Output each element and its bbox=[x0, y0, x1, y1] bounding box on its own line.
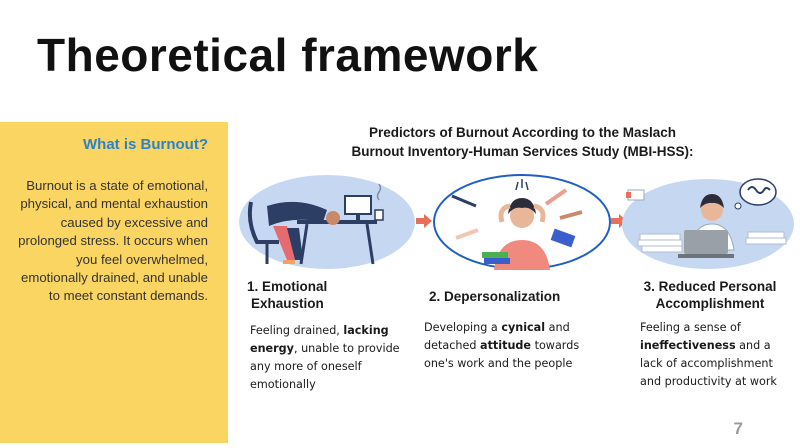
predictor-1-title-line1: 1. Emotional bbox=[247, 279, 328, 294]
predictor-1-description: Feeling drained, lacking energy, unable … bbox=[250, 322, 400, 394]
predictor-2-desc-text: Developing a bbox=[424, 321, 502, 334]
predictor-3-description: Feeling a sense of ineffectiveness and a… bbox=[640, 319, 790, 391]
predictor-1-title: 1. Emotional Exhaustion bbox=[247, 278, 367, 312]
arrow-right-icon bbox=[416, 214, 432, 228]
predictors-title: Predictors of Burnout According to the M… bbox=[250, 123, 795, 161]
predictor-2-desc-text: towards one's work and the people bbox=[424, 339, 580, 370]
page-number: 7 bbox=[733, 419, 743, 438]
predictor-2-title-line1: 2. Depersonalization bbox=[429, 289, 561, 304]
what-is-burnout-panel: What is Burnout? Burnout is a state of e… bbox=[0, 122, 228, 443]
predictor-2-title: 2. Depersonalization bbox=[429, 288, 599, 305]
predictor-1-desc-text: , unable to provide any more of oneself … bbox=[250, 342, 400, 391]
side-panel-text: Burnout is a state of emotional, physica… bbox=[18, 178, 208, 304]
predictor-2-desc-text: and detached bbox=[424, 321, 570, 352]
stressed-woman-illustration bbox=[433, 174, 611, 270]
predictor-2-desc-emphasis: cynical bbox=[501, 321, 546, 334]
predictor-3-title-line2: Accomplishment bbox=[655, 296, 765, 311]
predictor-1-desc-text: Feeling drained, bbox=[250, 324, 344, 337]
predictor-2-description: Developing a cynical and detached attitu… bbox=[424, 319, 589, 373]
predictors-title-line1: Predictors of Burnout According to the M… bbox=[368, 125, 677, 140]
predictor-1-desc-emphasis: lacking energy bbox=[250, 324, 389, 355]
side-panel-heading: What is Burnout? bbox=[83, 136, 208, 153]
exhausted-worker-illustration bbox=[239, 175, 415, 269]
predictor-3-desc-text: Feeling a sense of bbox=[640, 321, 741, 334]
predictor-2-desc-emphasis: attitude bbox=[480, 339, 532, 352]
slide-title: Theoretical framework bbox=[37, 29, 539, 81]
overwhelmed-worker-illustration bbox=[622, 178, 794, 269]
predictor-3-title-line1: 3. Reduced Personal bbox=[643, 279, 777, 294]
predictors-title-line2: Burnout Inventory-Human Services Study (… bbox=[351, 144, 694, 159]
predictor-1-title-line2: Exhaustion bbox=[251, 296, 324, 311]
predictor-3-desc-emphasis: ineffectiveness bbox=[640, 339, 736, 352]
predictor-3-desc-text: and a lack of accomplishment and product… bbox=[640, 339, 777, 388]
predictor-3-title: 3. Reduced Personal Accomplishment bbox=[630, 278, 790, 312]
